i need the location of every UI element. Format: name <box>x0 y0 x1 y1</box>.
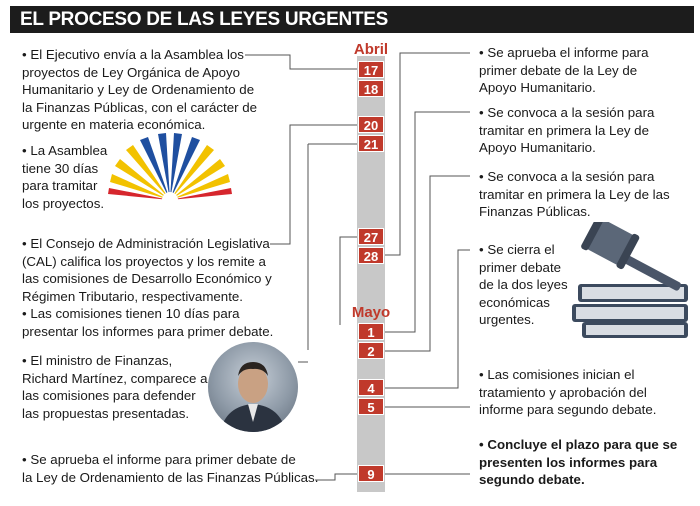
asamblea-sunburst-icon <box>108 133 232 200</box>
page-title: EL PROCESO DE LAS LEYES URGENTES <box>20 9 389 30</box>
day-badge: 1 <box>358 323 384 340</box>
day-badge: 28 <box>358 247 384 264</box>
title-bar: EL PROCESO DE LAS LEYES URGENTES <box>10 6 694 33</box>
day-badge: 5 <box>358 398 384 415</box>
day-badge: 18 <box>358 80 384 97</box>
left-item-report-finances: • Se aprueba el informe para primer deba… <box>22 452 319 485</box>
day-badge: 17 <box>358 61 384 78</box>
day-badge: 9 <box>358 465 384 482</box>
day-badge: 2 <box>358 342 384 359</box>
left-item-cal: • El Consejo de Administración Legislati… <box>22 236 272 304</box>
month-april: Abril <box>353 41 389 58</box>
day-badge: 4 <box>358 379 384 396</box>
left-item-minister: • El ministro de Finanzas,Richard Martín… <box>22 353 208 421</box>
minister-portrait <box>208 342 298 432</box>
day-badge: 27 <box>358 228 384 245</box>
gavel-books-icon <box>572 222 688 338</box>
day-badge: 20 <box>358 116 384 133</box>
month-may: Mayo <box>351 304 391 321</box>
day-badge: 21 <box>358 135 384 152</box>
